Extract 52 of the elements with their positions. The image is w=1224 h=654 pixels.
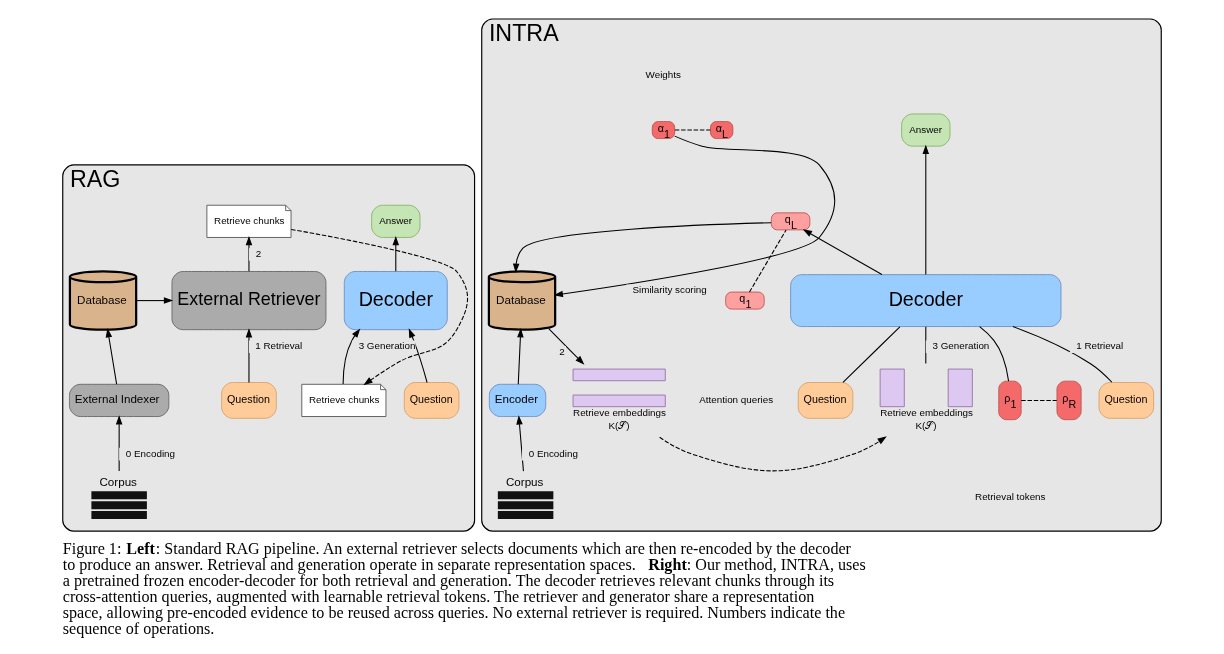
node-label: Corpus [505,475,544,489]
node-box: External Retriever [171,271,327,331]
arrow [245,328,253,383]
connector [925,326,927,365]
label: Retrieval tokens [975,491,1046,503]
edge-label: 1 Retrieval [255,340,303,352]
node-box: Answer [901,113,951,147]
arrow [802,229,883,276]
node-label: K(𝒮) [608,419,630,431]
node-box: Answer [371,204,421,238]
arrow [105,328,118,385]
arrow [548,328,585,365]
node-box: Question [403,382,460,419]
node-box: Decoder [790,274,1062,327]
edge-label: 3 Generation [932,340,990,352]
arrow [342,328,361,385]
edge-label: 2 [559,345,565,357]
arrow [115,415,123,472]
arrow [392,236,400,272]
arrow [659,436,887,472]
node-box: Encoder [488,383,547,417]
node-box: Question [221,382,277,419]
node-box: Decoder [343,271,448,331]
arrow [512,222,772,273]
edge-label: 0 Encoding [528,447,578,459]
edge-label: 0 Encoding [125,447,176,459]
connector [979,326,1010,382]
connector [1012,326,1113,383]
arrow [922,144,930,275]
caption: Figure 1: Left: Standard RAG pipeline. An external retriever selects documents which are then re-encoded by the decoder to produce an answer. Retrieval and generation operate in separate representation spaces. Right: Our method, INTRA, uses a pretrained frozen encoder-decoder for both retrieval and generation. The decoder retrieves relevant chunks through its cross-attention queries, augmented with learnable retrieval tokens. The retriever and generator share a representation space, allowing pre-encoded evidence to be reused across queries. No external retriever is required. Numbers indicate the sequence of operations. [62,539,866,638]
node-box: Question [1098,382,1155,419]
node-label: K(𝒮) [915,419,937,431]
edge-label: Similarity scoring [632,284,707,296]
connector [1020,399,1058,401]
edge-label: 1 Retrieval [1076,340,1124,352]
node-box: Question [797,382,854,419]
label: Attention queries [699,393,774,405]
connector [842,326,901,383]
node-label: Corpus [99,475,137,489]
edge-label: 3 Generation [358,340,416,352]
node-box: External Indexer [69,383,170,417]
label: Weights [645,68,681,80]
arrow [516,415,524,472]
node-label: Retrieve embeddings [880,407,974,419]
arrow [245,236,253,272]
node-label: Retrieve embeddings [573,407,666,419]
arrow [290,228,469,386]
arrow [408,328,428,384]
arrow [517,328,524,385]
edge-label: 2 [255,247,262,259]
arrow [135,297,174,304]
connector [748,229,787,293]
